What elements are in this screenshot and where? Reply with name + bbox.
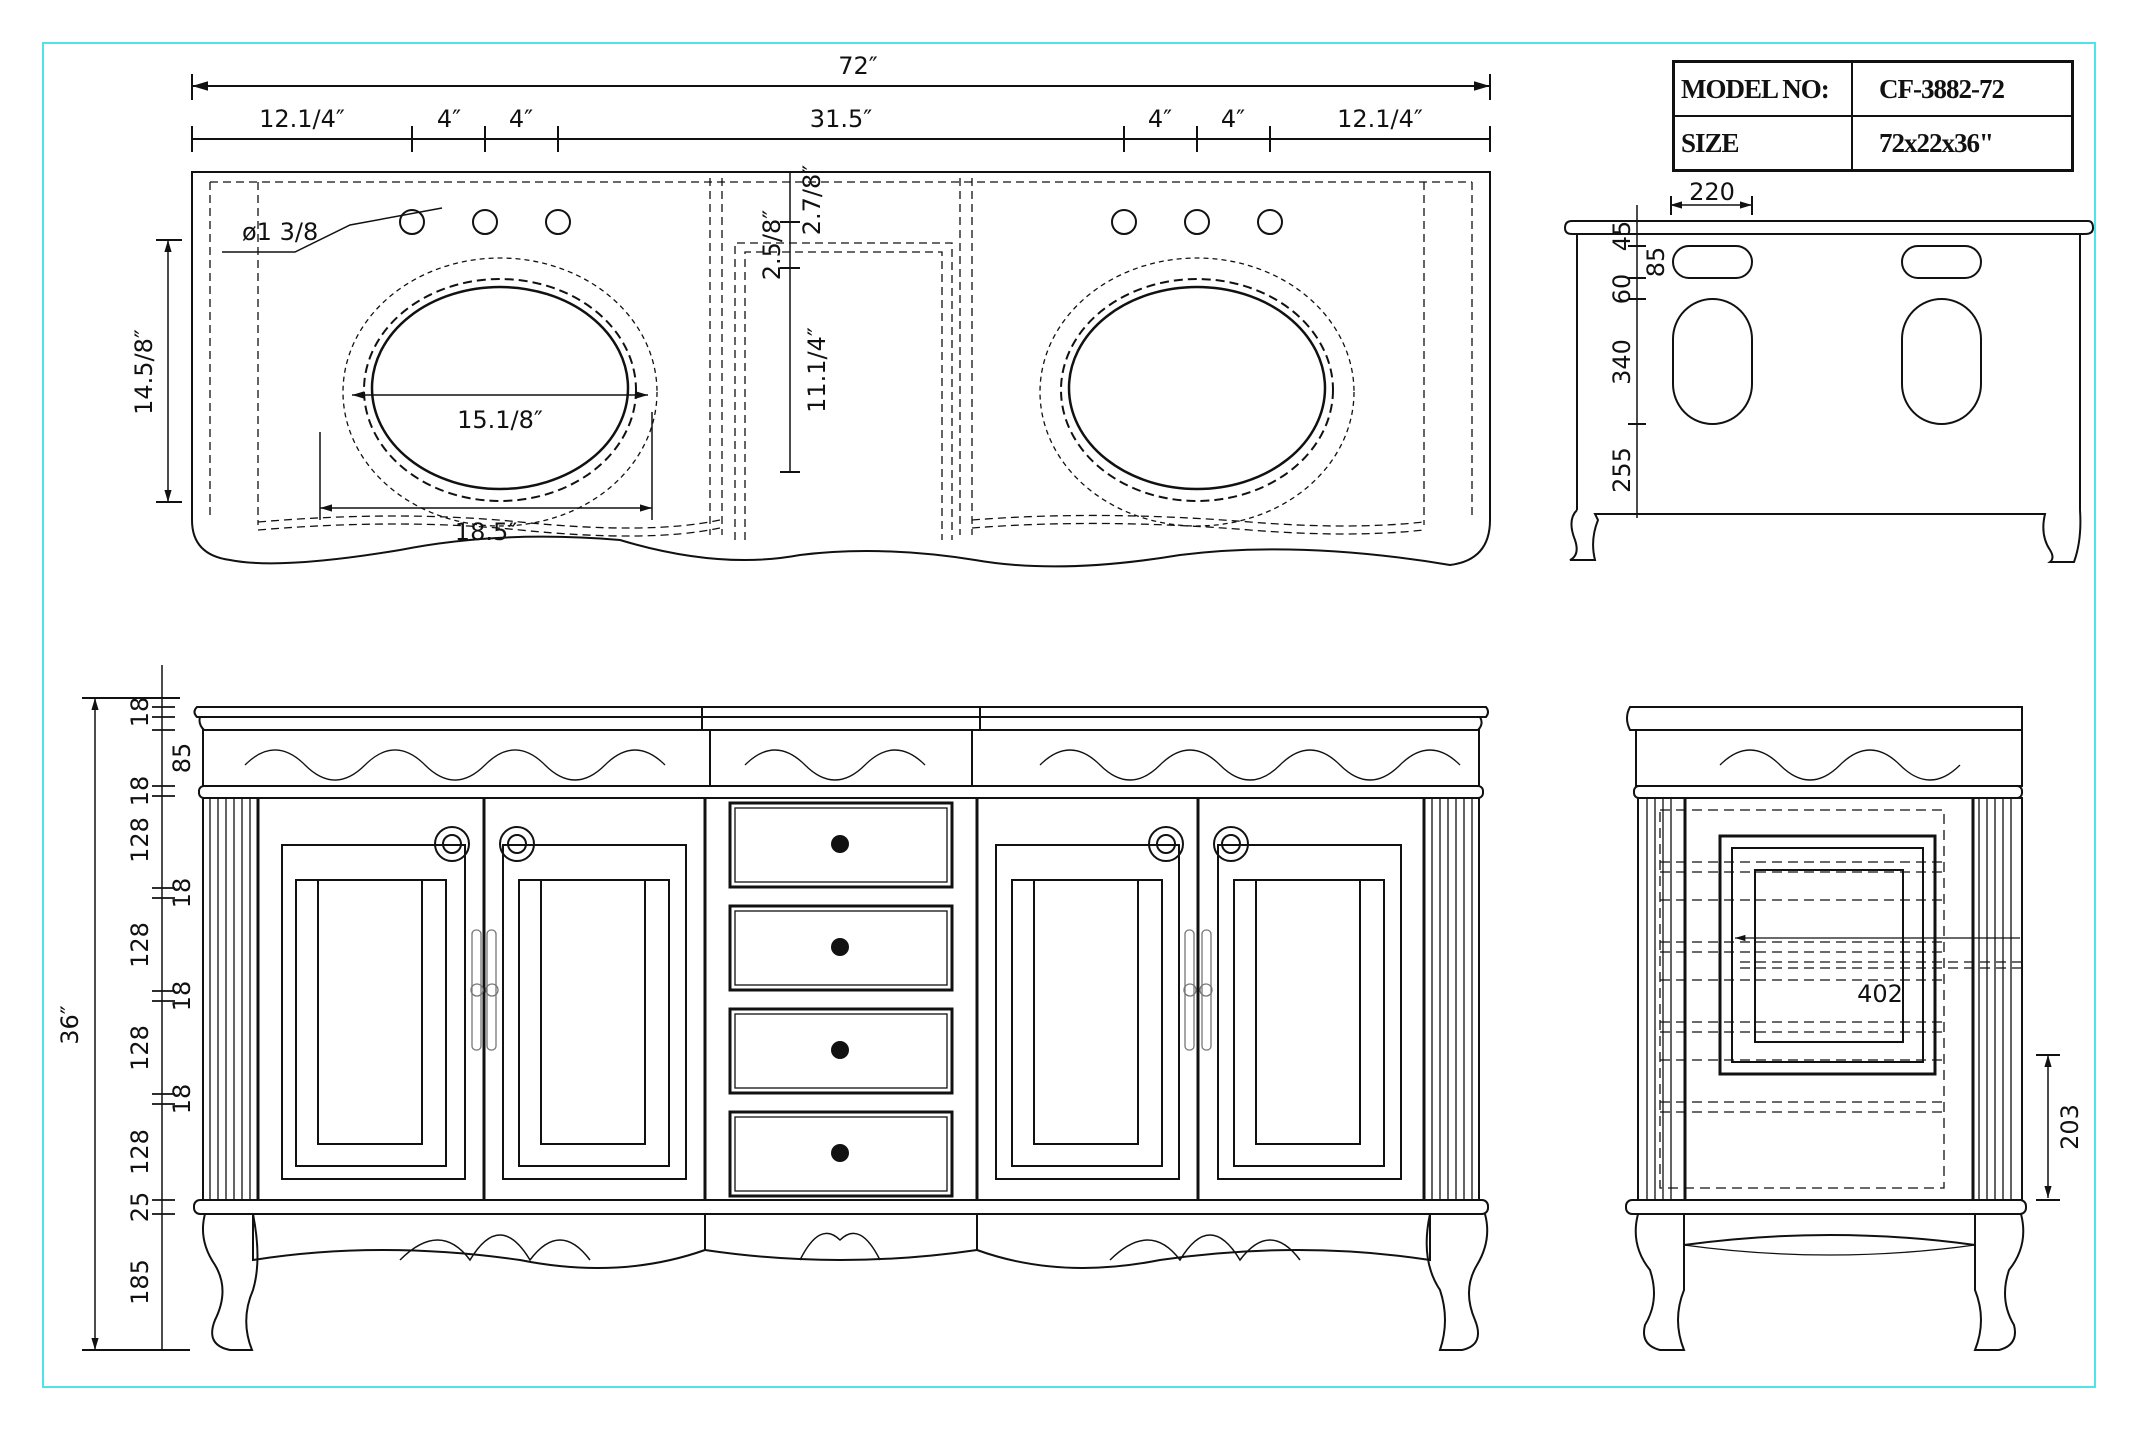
dim-front-v6: 128 (126, 922, 154, 968)
title-block: MODEL NO: CF-3882-72 SIZE 72x22x36" (1672, 60, 2074, 172)
dim-side-v4: 340 (1608, 339, 1636, 385)
right-sink-outline (1039, 257, 1355, 527)
dim-side-v3: 60 (1608, 274, 1636, 305)
dim-front-v7: 18 (168, 981, 196, 1012)
dim-front-v11: 25 (126, 1192, 154, 1223)
dim-center-2: 2.5/8″ (758, 210, 786, 281)
dim-center-3: 11.1/4″ (803, 327, 831, 413)
dim-front-v12: 185 (126, 1259, 154, 1305)
dim-side-v2: 85 (1642, 247, 1670, 278)
dim-depth: 14.5/8″ (130, 329, 158, 415)
dim-front-v1: 18 (126, 697, 154, 728)
dim-seg-6: 4″ (1221, 105, 1245, 133)
drawers (728, 801, 954, 1198)
dim-overall-height: 36″ (56, 1005, 84, 1045)
dim-front-v3: 18 (126, 776, 154, 807)
size-label: SIZE (1674, 116, 1852, 170)
dim-seg-4: 31.5″ (810, 105, 872, 133)
dim-side-offset: 220 (1689, 178, 1735, 206)
left-sink-outline (342, 257, 658, 527)
model-value: CF-3882-72 (1852, 62, 2072, 116)
dim-side-depth: 402 (1857, 980, 1903, 1008)
dim-side-v5: 255 (1608, 447, 1636, 493)
dim-seg-3: 4″ (509, 105, 533, 133)
door-panels (281, 826, 1402, 1180)
front-elevation (82, 665, 1489, 1351)
side-section-view (1563, 196, 2095, 563)
dim-seg-1: 12.1/4″ (259, 105, 345, 133)
size-value: 72x22x36" (1852, 116, 2072, 170)
dim-front-v8: 128 (126, 1025, 154, 1071)
dim-bowl-inner: 15.1/8″ (457, 406, 543, 434)
dim-front-v10: 128 (126, 1129, 154, 1175)
model-label: MODEL NO: (1674, 62, 1852, 116)
dim-bowl-outer: 18.5″ (455, 518, 517, 546)
dim-seg-5: 4″ (1148, 105, 1172, 133)
dim-seg-7: 12.1/4″ (1337, 105, 1423, 133)
dim-center-1: 2.7/8″ (798, 165, 826, 236)
door-handles (470, 929, 1213, 1051)
dim-overall-width: 72″ (838, 52, 878, 80)
dim-front-v2: 85 (168, 743, 196, 774)
drawer-knobs (831, 835, 849, 1162)
drawing-border (42, 42, 2096, 1388)
dim-seg-2: 4″ (437, 105, 461, 133)
dim-faucet-hole: ø1 3/8 (242, 218, 318, 246)
dim-front-v9: 18 (168, 1084, 196, 1115)
dim-front-v5: 18 (168, 878, 196, 909)
dim-side-height: 203 (2056, 1104, 2084, 1150)
side-elevation (1625, 706, 2060, 1351)
dim-front-v4: 128 (126, 817, 154, 863)
dim-side-v1: 45 (1608, 221, 1636, 252)
top-plan-view (156, 74, 1491, 568)
